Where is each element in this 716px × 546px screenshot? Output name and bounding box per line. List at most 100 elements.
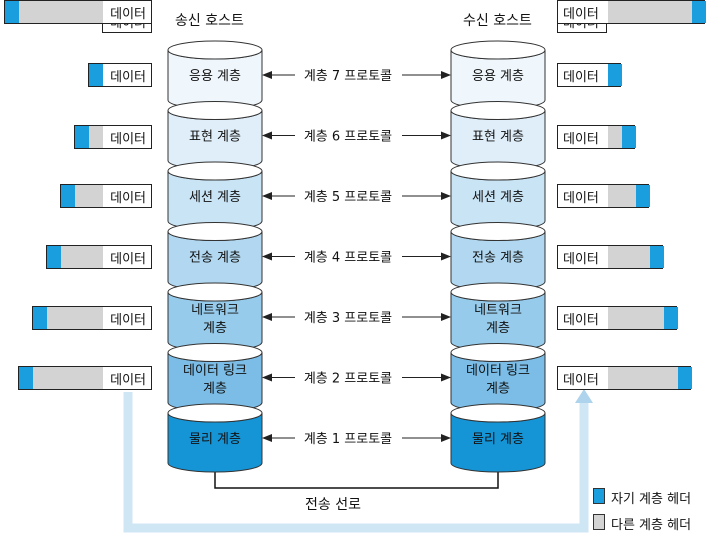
other-header-segment bbox=[89, 246, 103, 268]
receiver-layer-3-label: 세션 계층 bbox=[472, 190, 524, 205]
data-label: 데이터 bbox=[563, 372, 599, 388]
protocol-2-arrow-left bbox=[262, 131, 272, 140]
data-label: 데이터 bbox=[563, 69, 599, 85]
own-header-segment bbox=[678, 367, 692, 389]
sender-layer-6-top bbox=[167, 343, 263, 362]
protocol-3-arrow-right bbox=[441, 192, 451, 200]
sender-layer-4-label: 전송 계층 bbox=[189, 251, 241, 266]
other-header-segment bbox=[608, 126, 622, 148]
own-header-segment bbox=[664, 307, 678, 329]
protocol-6-arrow-left bbox=[262, 373, 272, 382]
sender-layer-5-top bbox=[167, 282, 263, 302]
protocol-5-arrow-right bbox=[441, 313, 451, 321]
path-arrow-head bbox=[575, 389, 593, 403]
legend-own-swatch bbox=[593, 488, 605, 504]
data-label: 데이터 bbox=[110, 69, 146, 85]
protocol-7-label: 계층 1 프로토콜 bbox=[304, 432, 392, 447]
own-header-segment bbox=[33, 307, 47, 329]
receiver-layer-2-top bbox=[450, 101, 546, 120]
protocol-7-arrow-right bbox=[441, 434, 451, 442]
other-header-segment bbox=[650, 307, 664, 329]
other-header-segment bbox=[89, 307, 103, 329]
own-header-segment bbox=[636, 185, 650, 207]
receiver-layer-5-top bbox=[450, 282, 546, 302]
other-header-segment bbox=[664, 367, 678, 389]
protocol-1-arrow-left bbox=[262, 71, 272, 79]
receiver-data-box-2: 데이터 bbox=[557, 125, 636, 149]
receiver-layer-7-label: 물리 계층 bbox=[472, 432, 524, 447]
other-header-segment bbox=[664, 1, 678, 23]
other-header-segment bbox=[608, 1, 622, 23]
other-header-segment bbox=[89, 1, 103, 23]
legend-other-swatch bbox=[593, 514, 605, 530]
other-header-segment bbox=[75, 367, 89, 389]
legend-other-label: 다른 계층 헤더 bbox=[611, 518, 692, 533]
sender-data-box-6: 데이터 bbox=[18, 366, 152, 390]
receiver-layer-4-top bbox=[450, 222, 546, 241]
sender-layer-7-top bbox=[167, 403, 263, 423]
receiver-layer-3-top bbox=[450, 161, 546, 181]
own-header-segment bbox=[89, 64, 103, 86]
receiver-data-box-3: 데이터 bbox=[557, 184, 650, 208]
protocol-7-arrow-left bbox=[262, 434, 272, 442]
other-header-segment bbox=[622, 185, 636, 207]
own-header-segment bbox=[622, 126, 636, 148]
own-header-segment bbox=[47, 246, 61, 268]
other-header-segment bbox=[75, 246, 89, 268]
other-header-segment bbox=[33, 367, 47, 389]
protocol-2-label: 계층 6 프로토콜 bbox=[304, 130, 392, 145]
physical-link bbox=[214, 470, 499, 489]
receiver-layer-6-top bbox=[450, 343, 546, 362]
sender-layer-2-label: 표현 계층 bbox=[189, 130, 241, 145]
receiver-data-box-5: 데이터 bbox=[557, 306, 678, 330]
protocol-4-label: 계층 4 프로토콜 bbox=[304, 251, 392, 266]
receiver-layer-2-label: 표현 계층 bbox=[472, 130, 524, 145]
receiver-layer-1-label: 응용 계층 bbox=[472, 69, 524, 84]
other-header-segment bbox=[622, 307, 636, 329]
other-header-segment bbox=[89, 367, 103, 389]
sender-data-box-5: 데이터 bbox=[32, 306, 152, 330]
sender-title: 송신 호스트 bbox=[175, 13, 244, 29]
other-header-segment bbox=[636, 367, 650, 389]
other-header-segment bbox=[47, 307, 61, 329]
other-header-segment bbox=[636, 246, 650, 268]
protocol-2-arrow-right bbox=[441, 131, 451, 140]
sender-layer-4-top bbox=[167, 222, 263, 241]
other-header-segment bbox=[622, 367, 636, 389]
own-header-segment bbox=[5, 1, 19, 23]
receiver-data-box-1: 데이터 bbox=[557, 63, 622, 87]
other-header-segment bbox=[47, 367, 61, 389]
other-header-segment bbox=[650, 1, 664, 23]
protocol-6-arrow-right bbox=[441, 373, 451, 382]
other-header-segment bbox=[622, 246, 636, 268]
other-header-segment bbox=[47, 1, 61, 23]
receiver-data-box-6: 데이터 bbox=[557, 366, 692, 390]
data-label: 데이터 bbox=[110, 372, 146, 388]
other-header-segment bbox=[75, 185, 89, 207]
own-header-segment bbox=[692, 1, 706, 23]
other-header-segment bbox=[608, 367, 622, 389]
data-label: 데이터 bbox=[563, 131, 599, 147]
sender-data-box-1: 데이터 bbox=[88, 63, 152, 87]
other-header-segment bbox=[608, 307, 622, 329]
other-header-segment bbox=[89, 126, 103, 148]
data-label: 데이터 bbox=[110, 6, 146, 22]
other-header-segment bbox=[61, 1, 75, 23]
protocol-5-arrow-left bbox=[262, 313, 272, 321]
other-header-segment bbox=[650, 367, 664, 389]
data-label: 데이터 bbox=[563, 190, 599, 206]
sender-data-box-7: 데이터 bbox=[4, 0, 152, 24]
own-header-segment bbox=[19, 367, 33, 389]
other-header-segment bbox=[636, 1, 650, 23]
other-header-segment bbox=[75, 1, 89, 23]
other-header-segment bbox=[89, 185, 103, 207]
path-line bbox=[123, 392, 589, 533]
sender-layer-2-top bbox=[167, 101, 263, 120]
own-header-segment bbox=[650, 246, 664, 268]
sender-layer-1-label: 응용 계층 bbox=[189, 69, 241, 84]
